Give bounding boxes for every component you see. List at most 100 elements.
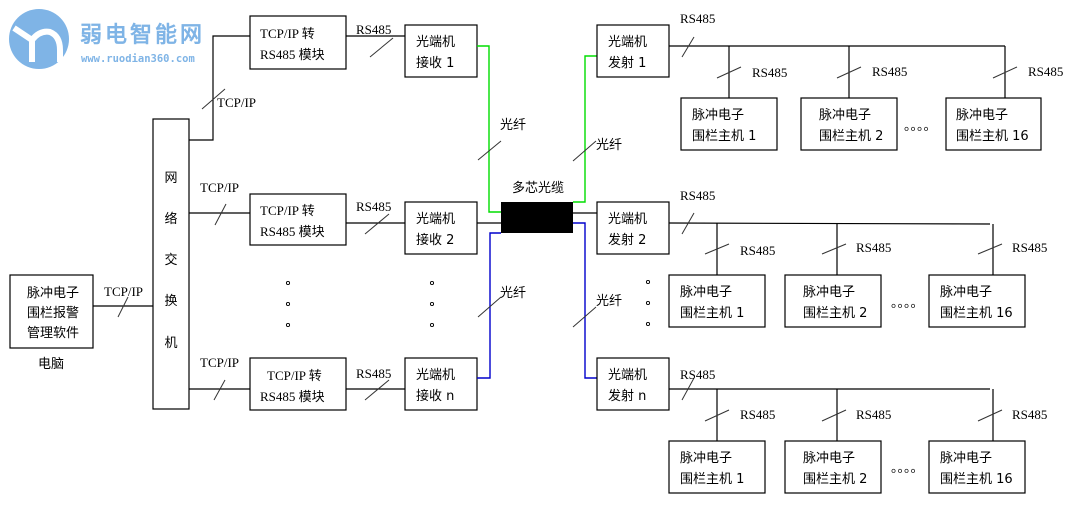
- label-fiber-2: 光纤: [596, 138, 622, 153]
- transmitter-2: 光端机 发射 2: [596, 201, 670, 255]
- slash-mark: [364, 379, 390, 401]
- switch-char-1: 网: [164, 171, 177, 186]
- label-rs485-rxn: RS485: [356, 366, 391, 381]
- slash-mark: [369, 37, 394, 58]
- slash-mark: [821, 243, 847, 255]
- network-switch: 网 络 交 换 机: [152, 118, 190, 410]
- label-tcpip-2: TCP/IP: [200, 180, 239, 195]
- host-line-2: 围栏主机 1: [680, 306, 744, 321]
- label-fiber-1: 光纤: [500, 118, 526, 133]
- switch-box: [152, 118, 190, 410]
- module-line-2: RS485 模块: [260, 47, 325, 62]
- host-line-2: 围栏主机 16: [940, 306, 1013, 321]
- switch-char-4: 换: [164, 294, 177, 309]
- receiver-line-1: 光端机: [416, 35, 455, 50]
- slash-mark: [821, 409, 847, 422]
- computer-caption: 电脑: [38, 357, 64, 372]
- host-line-1: 脉冲电子: [680, 451, 732, 466]
- link-switch-module-1: [189, 35, 250, 141]
- label-fiber-4: 光纤: [596, 294, 622, 309]
- receiver-1: 光端机 接收 1: [404, 24, 478, 78]
- label-rs485-drop: RS485: [1028, 64, 1063, 79]
- label-rs485-drop: RS485: [856, 407, 891, 422]
- transmitter-box: [596, 24, 670, 78]
- host-line-1: 脉冲电子: [803, 285, 855, 300]
- host-box: [945, 97, 1042, 151]
- transmitter-line-1: 光端机: [608, 212, 647, 227]
- rs485-bus-1: RS485 RS485 RS485 RS485 脉冲电子 围栏主机 1 脉冲电子…: [669, 11, 1063, 151]
- transmitter-box: [596, 201, 670, 255]
- module-box: [249, 357, 347, 411]
- host-line-1: 脉冲电子: [956, 108, 1008, 123]
- receiver-line-2: 接收 1: [416, 55, 454, 71]
- slash-mark: [117, 296, 129, 318]
- computer-line-1: 脉冲电子: [27, 286, 79, 301]
- module-line-1: TCP/IP 转: [260, 203, 315, 218]
- module-line-1: TCP/IP 转: [260, 26, 315, 41]
- module-line-2: RS485 模块: [260, 224, 325, 239]
- slash-mark: [201, 88, 226, 110]
- computer-line-2: 围栏报警: [27, 305, 79, 321]
- ellipsis-dot: [285, 301, 291, 307]
- label-tcpip-1: TCP/IP: [217, 95, 256, 110]
- slash-mark: [477, 140, 502, 161]
- module-n: TCP/IP 转 RS485 模块: [249, 357, 347, 411]
- receiver-line-1: 光端机: [416, 368, 455, 383]
- host-line-2: 围栏主机 2: [803, 472, 867, 487]
- host-line-2: 围栏主机 16: [956, 129, 1029, 144]
- receiver-2: 光端机 接收 2: [404, 201, 478, 255]
- ellipsis-dot: [645, 279, 651, 285]
- slash-mark: [977, 409, 1003, 422]
- transmitter-line-2: 发射 2: [608, 232, 646, 248]
- transmitter-line-1: 光端机: [608, 35, 647, 50]
- module-line-1: TCP/IP 转: [267, 368, 322, 383]
- label-rs485-drop: RS485: [740, 243, 775, 258]
- label-tcpip-n: TCP/IP: [200, 355, 239, 370]
- host-line-1: 脉冲电子: [680, 285, 732, 300]
- host-line-2: 围栏主机 2: [819, 129, 883, 144]
- host-ellipsis: 。。。。: [904, 119, 937, 134]
- slash-mark: [364, 213, 390, 235]
- host-ellipsis: 。。。。: [891, 461, 924, 476]
- receiver-box: [404, 24, 478, 78]
- label-rs485-drop: RS485: [872, 64, 907, 79]
- transmitter-line-2: 发射 n: [608, 388, 646, 404]
- transmitter-line-1: 光端机: [608, 368, 647, 383]
- ellipsis-dot: [429, 322, 435, 328]
- watermark-url: www.ruodian360.com: [81, 53, 195, 65]
- switch-char-2: 络: [164, 211, 177, 227]
- label-tcpip-computer: TCP/IP: [104, 284, 143, 299]
- watermark-brand: 弱电智能网: [80, 22, 205, 48]
- host-line-1: 脉冲电子: [940, 451, 992, 466]
- host-box: [928, 274, 1026, 328]
- host-box: [668, 440, 766, 494]
- host-box: [680, 97, 778, 151]
- slash-mark: [213, 379, 226, 401]
- receiver-n: 光端机 接收 n: [404, 357, 478, 411]
- switch-char-3: 交: [164, 252, 177, 268]
- receiver-line-2: 接收 2: [416, 232, 454, 248]
- host-line-2: 围栏主机 16: [940, 472, 1013, 487]
- computer-node: 脉冲电子 围栏报警 管理软件 电脑: [9, 274, 94, 372]
- receiver-box: [404, 201, 478, 255]
- fiber-transmitter-1: [573, 55, 597, 203]
- label-rs485-drop: RS485: [856, 240, 891, 255]
- host-line-2: 围栏主机 1: [680, 472, 744, 487]
- label-rs485-bus: RS485: [680, 367, 715, 382]
- module-box: [249, 15, 347, 70]
- label-rs485-drop: RS485: [1012, 240, 1047, 255]
- label-rs485-drop: RS485: [752, 65, 787, 80]
- computer-box: [9, 274, 94, 349]
- host-box: [928, 440, 1026, 494]
- slash-mark: [704, 243, 730, 255]
- slash-mark: [572, 306, 597, 328]
- rs485-bus-2: RS485 RS485 RS485 RS485 脉冲电子 围栏主机 1 脉冲电子…: [668, 188, 1047, 328]
- ellipsis-dot: [285, 280, 291, 286]
- slash-mark: [836, 66, 862, 79]
- transmitter-n: 光端机 发射 n: [596, 357, 670, 411]
- ellipsis-dot: [429, 301, 435, 307]
- bus-line: [668, 222, 991, 225]
- label-rs485-rx1: RS485: [356, 22, 391, 37]
- transmitter-box: [596, 357, 670, 411]
